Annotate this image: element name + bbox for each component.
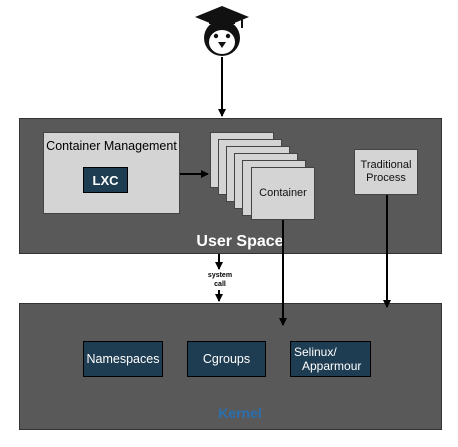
traditional-process-line2: Process [366,172,406,184]
system-call-line1: system [207,272,233,279]
selinux-box: Selinux/ Apparmour [290,341,371,377]
graduate-penguin-icon [193,4,251,58]
traditional-process-box: Traditional Process [354,149,418,195]
user-space-title: User Space [196,233,284,250]
container-box: Container [251,167,315,220]
lxc-box: LXC [83,167,128,193]
container-label: Container [259,186,307,199]
selinux-line1: Selinux/ [294,344,337,359]
namespaces-label: Namespaces [86,352,160,366]
lxc-label: LXC [92,172,119,188]
cgroups-box: Cgroups [187,341,266,377]
traditional-process-line1: Traditional [360,158,412,171]
selinux-line2: Apparmour [302,359,362,373]
cgroups-label: Cgroups [202,352,251,366]
kernel-title: Kernel [218,405,262,421]
namespaces-box: Namespaces [83,341,163,377]
system-call-line2: call [214,280,226,288]
system-call-label: system call [195,272,245,290]
container-management-label: Container Management [46,139,177,153]
